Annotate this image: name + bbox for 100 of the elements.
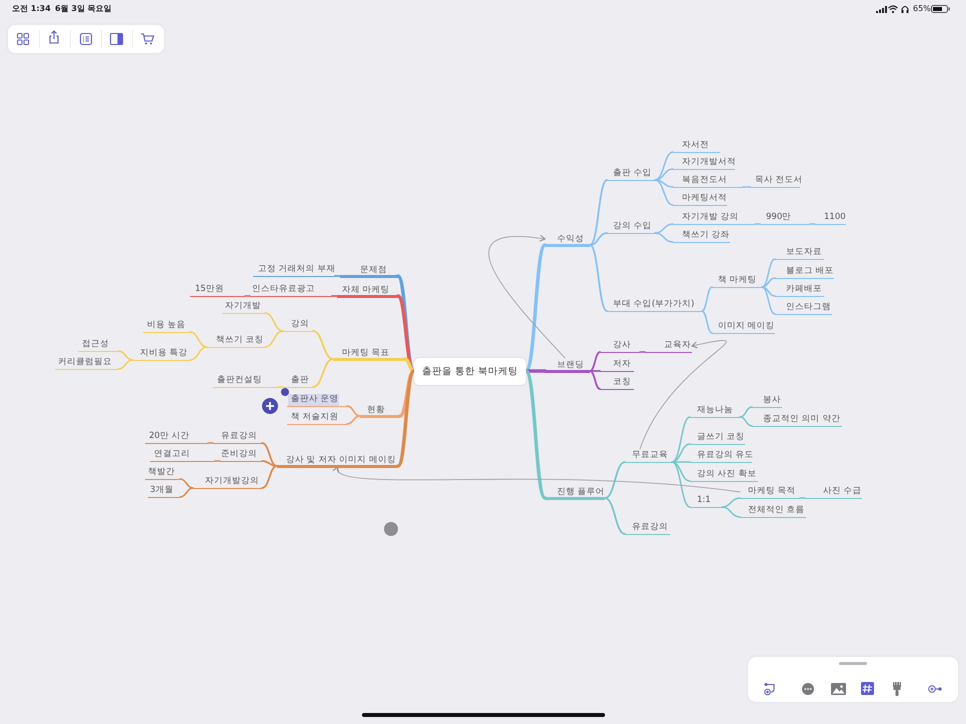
topic-label: 자기개발강의: [193, 476, 262, 489]
topic-label: 인스타그램: [775, 302, 832, 315]
topic-label: 1:1: [690, 494, 722, 508]
topic-label: 재능나눔: [690, 404, 740, 418]
topic-label: 강의 수입: [607, 220, 655, 234]
topic-label: 15만원: [190, 284, 245, 297]
topic-label: 인스타유료광고: [250, 284, 332, 297]
branch-line: [654, 232, 674, 243]
branch-line: [654, 151, 674, 181]
branch-line: [346, 415, 361, 425]
topic-label: 복음전도서: [673, 174, 743, 188]
topic-label: 자기개발서적: [673, 156, 735, 170]
topic-label: 봉사: [752, 394, 782, 408]
branch-line: [589, 370, 601, 372]
branch-line: [396, 369, 416, 468]
topic-label: 사진 수급: [805, 486, 862, 499]
topic-label: 지비용 특강: [133, 348, 190, 361]
branch-line: [671, 461, 691, 482]
branch-line: [334, 275, 341, 277]
branch-line: [721, 497, 741, 508]
branch-line: [604, 497, 626, 535]
branch-line: [179, 478, 194, 489]
relation-arrow: [488, 234, 566, 358]
topic-label: 연결고리: [150, 448, 215, 462]
branch-line: [589, 370, 601, 390]
topic-label: 강사 및 저자 이미지 메이킹: [277, 454, 398, 468]
branch-line: [117, 359, 134, 370]
branch-line: [589, 179, 608, 246]
topic-label: 1100: [815, 212, 846, 225]
topic-label: 카페배포: [775, 284, 824, 297]
central-topic: 출판을 통한 북마케팅: [414, 358, 526, 385]
topic-label: 출판: [283, 374, 313, 388]
branch-line: [654, 179, 674, 206]
topic-label: 브랜딩: [545, 360, 590, 373]
topic-label: 자기개발: [222, 300, 265, 314]
topic-label: 마케팅 목표: [333, 348, 405, 361]
topic-label: 유료강의: [625, 522, 670, 535]
date-text: 6월 3일 목요일: [55, 4, 112, 14]
relation-arrow: [336, 466, 740, 492]
branch-line: [809, 223, 816, 225]
topic-label: 전체적인 흐름: [740, 504, 806, 518]
branch-line: [761, 258, 776, 288]
topic-label: 부대 수입(부가가치): [607, 298, 702, 312]
topic-label: 준비강의: [220, 448, 262, 462]
branch-line: [346, 405, 361, 417]
topic-label: 진행 플루어: [545, 486, 605, 500]
topic-label: 3개월: [148, 484, 180, 498]
branch-line: [754, 223, 761, 225]
branch-line: [739, 406, 753, 418]
branch-line: [179, 487, 194, 498]
topic-label: 목사 전도서: [750, 174, 800, 188]
topic-label: 커리큘럼필요: [55, 356, 118, 370]
branch-line: [261, 460, 278, 467]
branch-line: [261, 442, 278, 467]
topic-label: 책쓰기 코칭: [207, 334, 265, 348]
topic-label: 강의 사진 확보: [690, 468, 758, 482]
topic-label: 코칭: [600, 376, 634, 390]
topic-label: 유료강의 유도: [690, 450, 752, 463]
branch-line: [312, 358, 334, 388]
branch-line: [312, 330, 334, 360]
branch-line: [671, 461, 691, 508]
branch-line: [244, 295, 251, 297]
branch-line: [742, 186, 751, 188]
topic-label: 저자: [600, 358, 634, 372]
topic-label: 책쓰기 강좌: [673, 230, 730, 243]
branch-line: [189, 331, 208, 348]
topic-label: 자서전: [673, 140, 720, 153]
branch-line: [639, 351, 646, 353]
topic-label: 자기개발 강의: [673, 212, 755, 225]
topic-label: 20만 시간: [145, 430, 208, 444]
branch-line: [761, 286, 776, 315]
branch-line: [761, 286, 776, 297]
branch-line: [264, 312, 284, 332]
branch-line: [261, 465, 278, 489]
branch-line: [654, 223, 674, 234]
branch-line: [214, 460, 221, 462]
topic-label: 출판컨설팅: [213, 374, 278, 388]
branch-line: [117, 350, 134, 361]
branch-line: [671, 443, 691, 463]
branch-line: [701, 286, 713, 312]
branch-line: [654, 179, 674, 188]
branch-line: [761, 277, 776, 288]
topic-label: 수익성: [545, 234, 590, 247]
topic-label: 고정 거래처의 부재: [253, 264, 335, 277]
topic-label: 교육자: [645, 340, 692, 353]
topic-label: 990만: [760, 212, 810, 225]
topic-label: 보도자료: [775, 246, 824, 260]
topic-label: 현황: [360, 404, 400, 418]
topic-label: 책발간: [145, 466, 180, 480]
topic-label: 마케팅서적: [673, 192, 727, 206]
topic-label: 출판사 운영: [287, 394, 347, 407]
battery-text: 65%: [913, 4, 931, 14]
topic-label: 블로그 배포: [775, 266, 834, 279]
branch-line: [604, 461, 626, 499]
topic-label: 강사: [600, 340, 640, 353]
branch-line: [403, 357, 416, 373]
topic-label: 책 마케팅: [712, 274, 762, 288]
branch-line: [264, 330, 284, 348]
topic-label: 문제점: [340, 264, 398, 278]
topic-label: 이미지 메이킹: [712, 320, 775, 334]
